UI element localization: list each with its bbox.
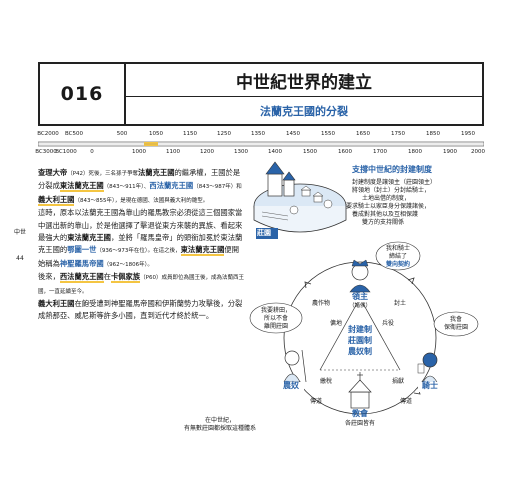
timeline-top-label: 500 xyxy=(116,131,128,137)
timeline-bar xyxy=(38,141,484,147)
timeline-bottom-label: 1200 xyxy=(200,149,214,155)
paragraph-1: 查理大帝（P42）死後，三名孫子爭奪法蘭克王國的繼承權，王國於是分裂成東法蘭克王… xyxy=(38,168,242,206)
church-sublabel: 各莊園皆有 xyxy=(344,420,375,427)
serf-speech-bubble xyxy=(249,302,303,334)
knight-label: 騎士 xyxy=(422,381,438,390)
arrow-mission: 傳道 xyxy=(310,398,323,405)
lord-figure xyxy=(349,259,371,293)
serf-speech-2: 所以不會 xyxy=(263,315,288,322)
page-number: 44 xyxy=(16,255,24,262)
church-label: 教會 xyxy=(352,409,368,418)
timeline-bottom-label: 1400 xyxy=(268,149,282,155)
church-icon xyxy=(348,372,372,409)
timeline-top-label: 1250 xyxy=(217,131,231,137)
diagram-caption: 在中世紀， 有無數莊園都採取這種體系 xyxy=(150,417,290,433)
diagram-line-5: 養成對其他以及互相保護 xyxy=(352,211,419,218)
diagram-line-4: 要求騎士以家臣身分保護諸侯， xyxy=(346,203,431,210)
timeline-top-label: BC2000 xyxy=(37,131,59,137)
center-label-1: 封建制 xyxy=(348,325,372,334)
knight-figure xyxy=(417,352,439,385)
lord-speech-bubble xyxy=(375,241,421,271)
timeline: BC2000 BC500 500 1050 1150 1250 1350 1450 1550 16… xyxy=(35,131,485,165)
manor-label-box xyxy=(256,228,278,239)
caption-line-2: 有無數莊園都採取這種體系 xyxy=(183,425,256,432)
section-title: 中世紀世界的建立 xyxy=(126,64,482,97)
timeline-bottom-label: 1900 xyxy=(443,149,457,155)
arrow-service: 兵役 xyxy=(382,320,395,327)
diagram-line-1: 封建制度是讓領主（莊園領主） xyxy=(352,179,437,186)
arrow-crops: 農作物 xyxy=(312,300,331,307)
timeline-top-label: 1150 xyxy=(183,131,197,137)
caption-line-1: 在中世紀， xyxy=(204,417,235,424)
arrow-mission-2: 傳道 xyxy=(400,398,413,405)
arrow-tithe: 繳稅 xyxy=(320,378,333,385)
arrow-tax: 傭地 xyxy=(330,320,343,327)
section-header: 016 中世紀世界的建立 法蘭克王國的分裂 xyxy=(38,62,484,126)
manor-label: 莊園 xyxy=(257,229,271,237)
knight-speech-1: 我會 xyxy=(449,316,462,323)
timeline-top-label: 1550 xyxy=(321,131,335,137)
knight-speech-2: 保衛莊園 xyxy=(443,324,468,331)
lord-speech-3: 雙向契約 xyxy=(385,261,410,268)
chapter-tab: 中世 xyxy=(14,229,27,236)
timeline-bottom-label: 1300 xyxy=(234,149,248,155)
cycle-circle xyxy=(283,261,437,415)
lord-label: 領主 xyxy=(352,292,368,301)
paragraph-2: 這時，原本以法蘭克王國為靠山的羅馬教宗必須從這三個國家當中選出新的靠山，於是他選… xyxy=(38,208,243,268)
diagram-line-6: 雙方的支持關係 xyxy=(362,219,405,226)
timeline-top-label: 1650 xyxy=(356,131,370,137)
lord-speech-1: 我和騎士 xyxy=(385,245,410,252)
serf-label: 農奴 xyxy=(283,381,299,390)
section-subtitle: 法蘭克王國的分裂 xyxy=(260,104,348,118)
diagram-title: 支撐中世紀的封建制度 xyxy=(352,165,432,174)
lord-speech-2: 締結了 xyxy=(388,253,407,260)
timeline-top-label: 1450 xyxy=(286,131,300,137)
timeline-top-label: 1750 xyxy=(391,131,405,137)
timeline-top-label: 1850 xyxy=(426,131,440,137)
center-label-3: 農奴制 xyxy=(348,347,372,356)
timeline-bottom-label: 1600 xyxy=(338,149,352,155)
timeline-bottom-label: BC3000 xyxy=(35,149,57,155)
timeline-bottom-label: BC1000 xyxy=(55,149,77,155)
feudal-diagram: 支撐中世紀的封建制度 封建制度是讓領主（莊園領主） 將領地（封土）分封給騎士， … xyxy=(248,160,484,440)
timeline-top-label: 1350 xyxy=(251,131,265,137)
serf-speech-1: 我要耕田， xyxy=(260,307,291,314)
body-text: 查理大帝（P42）死後，三名孫子爭奪法蘭克王國的繼承權，王國於是分裂成東法蘭克王… xyxy=(38,167,246,323)
castle-icon xyxy=(265,161,296,197)
timeline-bottom-label: 1700 xyxy=(373,149,387,155)
timeline-bottom-label: 1100 xyxy=(166,149,180,155)
paragraph-4: 義大利王國在飽受遭到神聖羅馬帝國和伊斯蘭勢力攻擊後，分裂成熱那亞、威尼斯等許多小… xyxy=(38,299,243,321)
knight-speech-bubble xyxy=(433,311,479,337)
section-number: 016 xyxy=(40,64,126,124)
timeline-top-label: BC500 xyxy=(64,131,84,137)
diagram-graphics xyxy=(249,161,481,415)
serf-figure xyxy=(283,349,307,383)
timeline-bottom-label: 1500 xyxy=(303,149,317,155)
arrow-donation: 捐獻 xyxy=(392,378,405,385)
timeline-bottom-label: 1800 xyxy=(408,149,422,155)
timeline-bottom-label: 1000 xyxy=(132,149,146,155)
paragraph-3: 後來，西法蘭克王國在卡佩家族（P60）成員即位為國王後，成為法蘭西王國，一直延續… xyxy=(38,272,244,295)
diagram-line-2: 將領地（封土）分封給騎士， xyxy=(352,187,431,194)
timeline-top-label: 1050 xyxy=(149,131,163,137)
arrow-fief: 封土 xyxy=(394,300,407,307)
lord-sublabel: （諸侯） xyxy=(348,303,371,309)
diagram-line-3: 土地出借的制度， xyxy=(362,195,411,202)
timeline-bottom-label: 0 xyxy=(90,149,94,155)
serf-speech-3: 離開莊園 xyxy=(263,323,288,330)
timeline-top-label: 1950 xyxy=(461,131,475,137)
timeline-bottom-label: 2000 xyxy=(471,149,485,155)
center-label-2: 莊園制 xyxy=(348,336,372,345)
village-icon xyxy=(261,185,333,221)
